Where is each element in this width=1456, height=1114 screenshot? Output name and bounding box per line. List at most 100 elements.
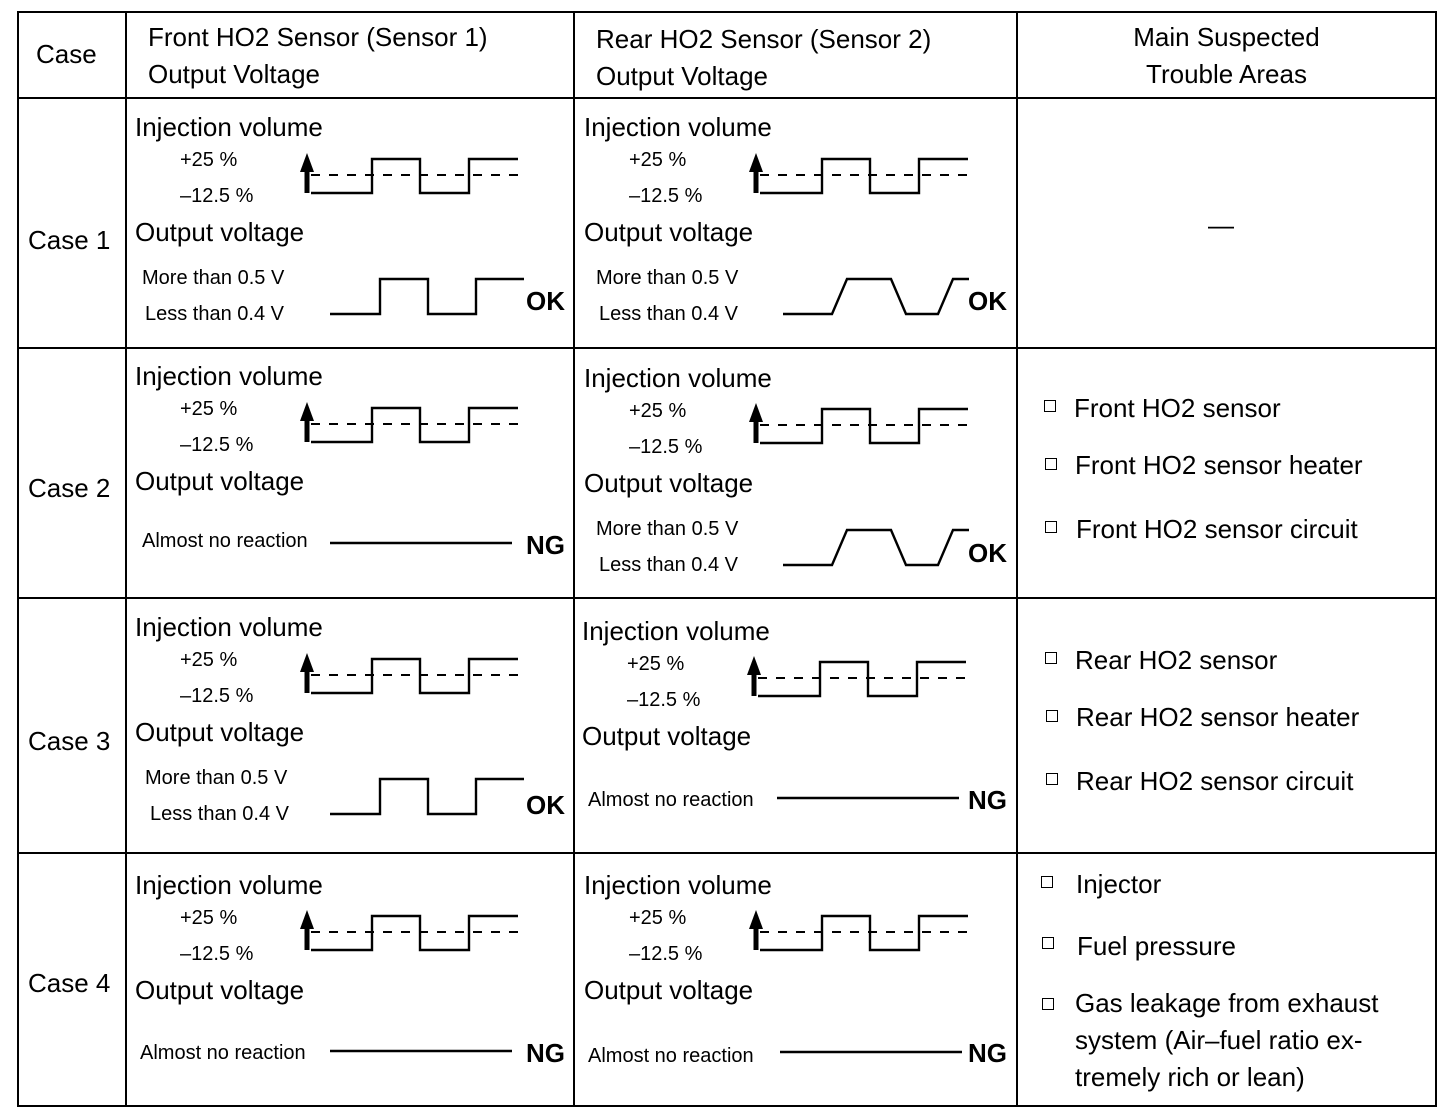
case-3-front-arrow-head-icon	[300, 653, 314, 672]
case-1-name: Case 1	[28, 225, 111, 255]
case-1-rear-injection-label: Injection volume	[584, 112, 772, 142]
case-3-rear-arrow-head-icon	[747, 656, 761, 675]
case-3-front-output-label: Output voltage	[135, 717, 305, 747]
case-2-front-injection-wave	[311, 406, 518, 444]
case-4-area-2: Fuel pressure	[1077, 931, 1236, 961]
header-rear-line1: Rear HO2 Sensor (Sensor 2)	[596, 24, 932, 54]
case-4-rear-verdict: NG	[968, 1038, 1007, 1068]
case-2-rear-minus-label: –12.5 %	[629, 436, 703, 458]
case-1-rear-output-wave	[783, 277, 969, 316]
case-4-front-minus-label: –12.5 %	[180, 943, 254, 965]
case-3-rear-injection-label: Injection volume	[582, 616, 770, 646]
header-front-line1: Front HO2 Sensor (Sensor 1)	[148, 22, 488, 52]
case-1-rear-verdict: OK	[968, 286, 1007, 316]
case-1-rear-plus-label: +25 %	[629, 149, 687, 171]
case-4-rear-no-reaction-label: Almost no reaction	[588, 1045, 754, 1067]
case-2-front-plus-label: +25 %	[180, 398, 238, 420]
case-2-area-2: Front HO2 sensor heater	[1075, 450, 1363, 480]
case-1-rear-more-label: More than 0.5 V	[596, 267, 739, 289]
case-3-front-plus-label: +25 %	[180, 649, 238, 671]
header-rear-line2: Output Voltage	[596, 61, 769, 91]
case-3-front-injection-label: Injection volume	[135, 612, 323, 642]
case-3-area-2-checkbox-icon	[1046, 710, 1058, 722]
case-2-area-3: Front HO2 sensor circuit	[1076, 514, 1358, 544]
case-4-front-output-label: Output voltage	[135, 975, 305, 1005]
case-3-rear-plus-label: +25 %	[627, 653, 685, 675]
case-4-area-3-checkbox-icon	[1042, 998, 1054, 1010]
header-front-line2: Output Voltage	[148, 59, 321, 89]
case-1-front-output-wave	[330, 277, 524, 316]
case-1-rear-minus-label: –12.5 %	[629, 185, 703, 207]
case-3-area-2: Rear HO2 sensor heater	[1076, 702, 1360, 732]
case-2-area-3-checkbox-icon	[1045, 521, 1057, 533]
case-3-front-injection-wave	[311, 657, 518, 695]
case-3-front-output-wave	[330, 777, 524, 816]
case-3-rear-verdict: NG	[968, 785, 1007, 815]
case-2-rear-plus-label: +25 %	[629, 400, 687, 422]
case-1-rear-arrow-head-icon	[749, 153, 763, 172]
case-1-front-verdict: OK	[526, 286, 565, 316]
case-1-front-more-label: More than 0.5 V	[142, 267, 285, 289]
case-2-rear-output-label: Output voltage	[584, 468, 754, 498]
case-4-area-3-line-3: tremely rich or lean)	[1075, 1062, 1305, 1092]
case-2-rear-more-label: More than 0.5 V	[596, 518, 739, 540]
case-4-rear-minus-label: –12.5 %	[629, 943, 703, 965]
case-3-rear-output-label: Output voltage	[582, 721, 752, 751]
case-3-front-verdict: OK	[526, 790, 565, 820]
case-1-front-output-label: Output voltage	[135, 217, 305, 247]
case-4-area-1-checkbox-icon	[1041, 876, 1053, 888]
case-4-rear-injection-label: Injection volume	[584, 870, 772, 900]
case-4-area-3: Gas leakage from exhaust system (Air–fue…	[1075, 985, 1415, 1096]
case-1-rear-less-label: Less than 0.4 V	[599, 303, 738, 325]
case-2-front-output-label: Output voltage	[135, 466, 305, 496]
case-2-front-minus-label: –12.5 %	[180, 434, 254, 456]
case-4-front-injection-label: Injection volume	[135, 870, 323, 900]
case-2-front-arrow-head-icon	[300, 402, 314, 421]
case-4-area-3-line-2: system (Air–fuel ratio ex-	[1075, 1025, 1363, 1055]
case-1-front-injection-label: Injection volume	[135, 112, 323, 142]
case-3-name: Case 3	[28, 726, 111, 756]
case-2-rear-injection-label: Injection volume	[584, 363, 772, 393]
case-4-front-no-reaction-label: Almost no reaction	[140, 1042, 306, 1064]
case-2-rear-output-wave	[783, 528, 969, 567]
case-3-rear-minus-label: –12.5 %	[627, 689, 701, 711]
case-4-front-injection-wave	[311, 914, 518, 952]
case-3-rear-injection-wave	[758, 660, 966, 698]
case-2-rear-arrow-head-icon	[749, 403, 763, 422]
case-2-area-1-checkbox-icon	[1044, 400, 1056, 412]
case-1-front-minus-label: –12.5 %	[180, 185, 254, 207]
case-2-rear-less-label: Less than 0.4 V	[599, 554, 738, 576]
case-1-rear-output-label: Output voltage	[584, 217, 754, 247]
case-4-area-1: Injector	[1076, 869, 1162, 899]
case-4-front-verdict: NG	[526, 1038, 565, 1068]
header-areas-line1: Main Suspected	[1133, 22, 1320, 52]
case-4-rear-injection-wave	[760, 914, 968, 952]
case-4-area-3-line-1: Gas leakage from exhaust	[1075, 988, 1379, 1018]
case-4-rear-arrow-head-icon	[749, 910, 763, 929]
case-3-front-minus-label: –12.5 %	[180, 685, 254, 707]
case-1-front-plus-label: +25 %	[180, 149, 238, 171]
case-1-rear-injection-wave	[760, 157, 968, 195]
case-1-front-less-label: Less than 0.4 V	[145, 303, 284, 325]
header-areas-line2: Trouble Areas	[1146, 59, 1307, 89]
case-3-front-less-label: Less than 0.4 V	[150, 803, 289, 825]
case-4-front-arrow-head-icon	[300, 910, 314, 929]
header-case: Case	[36, 39, 97, 69]
case-2-name: Case 2	[28, 473, 111, 503]
case-4-area-2-checkbox-icon	[1042, 937, 1054, 949]
case-2-front-verdict: NG	[526, 530, 565, 560]
case-2-rear-verdict: OK	[968, 538, 1007, 568]
case-4-front-plus-label: +25 %	[180, 907, 238, 929]
case-3-rear-no-reaction-label: Almost no reaction	[588, 789, 754, 811]
case-3-area-1-checkbox-icon	[1045, 652, 1057, 664]
case-4-rear-plus-label: +25 %	[629, 907, 687, 929]
case-2-front-no-reaction-label: Almost no reaction	[142, 530, 308, 552]
case-3-area-3-checkbox-icon	[1046, 773, 1058, 785]
case-4-rear-output-label: Output voltage	[584, 975, 754, 1005]
case-4-name: Case 4	[28, 968, 111, 998]
case-1-areas-placeholder: —	[1208, 210, 1234, 240]
case-2-front-injection-label: Injection volume	[135, 361, 323, 391]
case-2-rear-injection-wave	[760, 407, 968, 445]
case-2-area-1: Front HO2 sensor	[1074, 393, 1281, 423]
